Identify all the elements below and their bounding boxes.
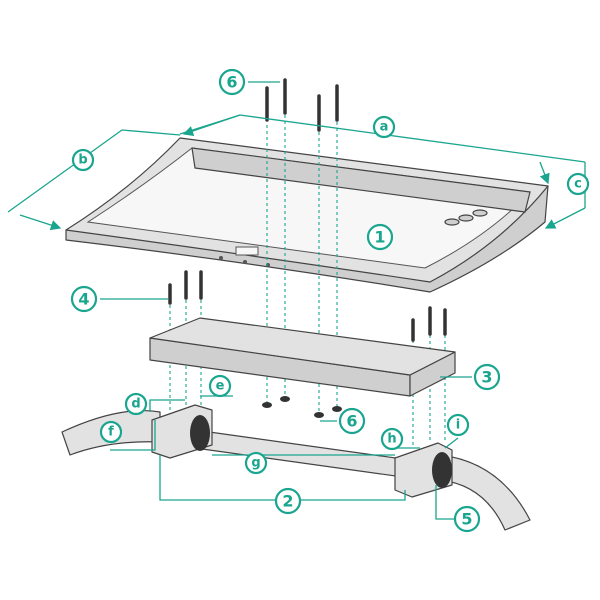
dimension-g: g bbox=[244, 451, 268, 475]
svg-text:e: e bbox=[216, 379, 225, 394]
svg-text:2: 2 bbox=[282, 492, 293, 511]
svg-text:h: h bbox=[387, 432, 396, 447]
svg-text:f: f bbox=[108, 425, 114, 440]
callout-part-6-top: 6 bbox=[218, 68, 246, 96]
svg-text:3: 3 bbox=[481, 368, 492, 387]
dimension-i: i bbox=[446, 413, 470, 437]
rail-clamp-left bbox=[151, 404, 213, 459]
svg-text:6: 6 bbox=[346, 412, 357, 431]
callout-part-1: 1 bbox=[366, 223, 394, 251]
callout-part-6-bottom: 6 bbox=[338, 407, 366, 435]
svg-text:c: c bbox=[574, 177, 582, 192]
svg-text:1: 1 bbox=[374, 228, 385, 247]
callout-part-3: 3 bbox=[473, 363, 501, 391]
rail-clamp-right bbox=[394, 442, 453, 498]
callout-part-5: 5 bbox=[453, 505, 481, 533]
svg-text:6: 6 bbox=[226, 73, 237, 92]
svg-text:i: i bbox=[456, 418, 460, 433]
dimension-a: a bbox=[372, 115, 396, 139]
callout-part-2: 2 bbox=[274, 487, 302, 515]
svg-text:d: d bbox=[131, 397, 140, 412]
svg-text:4: 4 bbox=[78, 290, 89, 309]
screws-top bbox=[168, 78, 447, 342]
callout-part-4: 4 bbox=[70, 285, 98, 313]
svg-text:5: 5 bbox=[461, 510, 472, 529]
svg-text:b: b bbox=[78, 153, 87, 168]
dimension-h: h bbox=[380, 427, 404, 451]
dimension-lines bbox=[7, 81, 586, 520]
svg-text:g: g bbox=[251, 456, 260, 471]
dimension-d: d bbox=[124, 392, 148, 416]
tray bbox=[65, 137, 549, 293]
dimension-c: c bbox=[566, 172, 590, 196]
nuts bbox=[262, 396, 342, 418]
dimension-e: e bbox=[208, 374, 232, 398]
svg-text:a: a bbox=[380, 120, 389, 135]
mounting-bracket bbox=[149, 317, 456, 397]
dimension-b: b bbox=[71, 148, 95, 172]
dimension-f: f bbox=[99, 420, 123, 444]
